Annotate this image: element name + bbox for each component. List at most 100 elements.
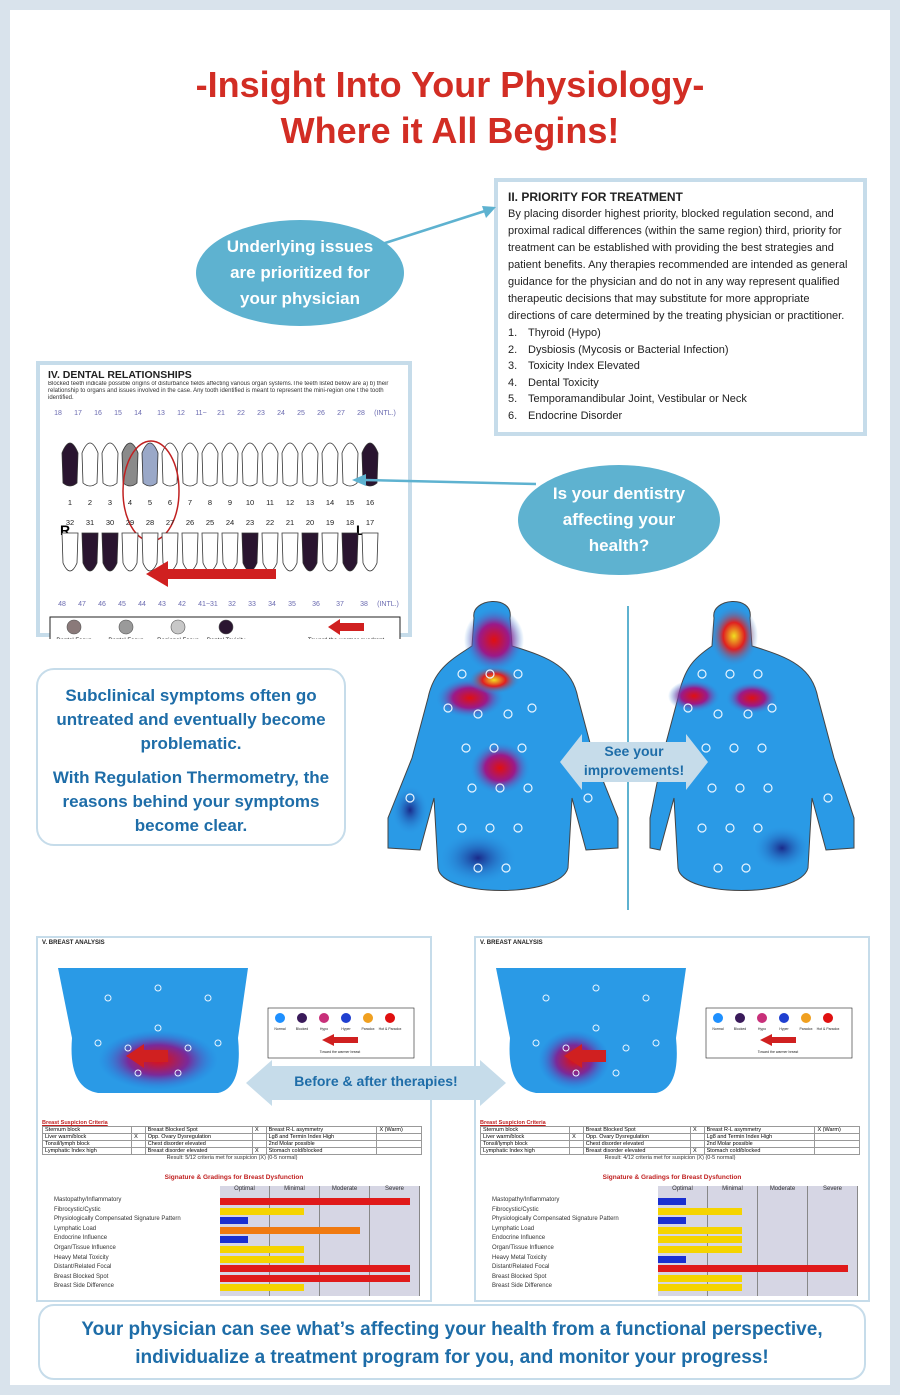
top-intl-number: (INTL.) — [374, 410, 396, 417]
upper-tooth — [201, 442, 219, 487]
dental-legend: Dental Focus(Warm)Dental Focus(Cold)Regi… — [56, 619, 385, 639]
criteria-cell: Liver warm/block — [479, 1133, 571, 1141]
criteria-cell: Lymphatic Index high — [479, 1147, 571, 1155]
bottom-intl-number: 36 — [312, 601, 320, 608]
grading-row-label: Endocrine Influence — [54, 1235, 108, 1242]
improvements-arrow: See your improvements! — [560, 734, 708, 790]
priority-item: 2.Dysbiosis (Mycosis or Bacterial Infect… — [508, 342, 853, 359]
legend-arrow-swatch — [328, 619, 364, 635]
breast-legend-swatch — [735, 1013, 745, 1023]
lower-tooth — [221, 532, 239, 572]
upper-tooth-number: 15 — [346, 498, 354, 507]
breast-legend-label: Blocked — [734, 1027, 747, 1031]
breast-title: V. BREAST ANALYSIS — [42, 940, 105, 946]
footer-callout: Your physician can see what’s affecting … — [38, 1304, 866, 1380]
lower-tooth-number: 20 — [306, 518, 314, 527]
lower-tooth — [121, 532, 139, 572]
breast-legend-swatch — [297, 1013, 307, 1023]
criteria-cell — [131, 1140, 146, 1148]
measurement-point — [457, 823, 467, 833]
legend-label: Regional Focus — [157, 638, 199, 639]
top-intl-number: 17 — [74, 410, 82, 417]
lower-tooth — [181, 532, 199, 572]
breast-legend-arrow-label: Toward the warmer breast — [758, 1050, 798, 1054]
legend-swatch — [118, 619, 134, 635]
priority-item: 3.Toxicity Index Elevated — [508, 358, 853, 375]
priority-item: 6.Endocrine Disorder — [508, 408, 853, 425]
breast-legend-swatch — [363, 1013, 373, 1023]
breast-title: V. BREAST ANALYSIS — [480, 940, 543, 946]
measurement-point — [735, 783, 745, 793]
title-line-2: Where it All Begins! — [280, 110, 620, 151]
measurement-point — [753, 669, 763, 679]
breast-legend-label: Paradox — [361, 1027, 374, 1031]
breast-legend-label: Paradox — [799, 1027, 812, 1031]
criteria-cell — [814, 1147, 860, 1155]
criteria-cell: X — [689, 1126, 705, 1134]
grading-row-label: Organ/Tissue Influence — [492, 1245, 554, 1251]
bubble-prioritized: Underlying issues are prioritized for yo… — [196, 220, 404, 326]
measurement-point — [485, 823, 495, 833]
criteria-cell: Chest disorder elevated — [582, 1140, 691, 1148]
grading-row-label: Lymphatic Load — [492, 1225, 535, 1232]
grading-bar — [220, 1198, 410, 1205]
measurement-points — [405, 669, 833, 873]
measurement-point — [473, 709, 483, 719]
grading-bar — [220, 1265, 410, 1273]
criteria-cell — [376, 1140, 422, 1148]
upper-tooth-number: 3 — [108, 498, 112, 507]
lower-tooth-number: 19 — [326, 518, 334, 527]
grading-row-label: Breast Side Difference — [492, 1283, 552, 1290]
lower-tooth-number: 24 — [226, 518, 234, 527]
lower-tooth — [281, 532, 299, 572]
top-intl-number: 16 — [94, 410, 102, 417]
bottom-intl-number: (INTL.) — [377, 601, 399, 608]
upper-tooth-number: 7 — [188, 498, 192, 507]
body-before — [387, 601, 619, 891]
criteria-cell: X (Warm) — [376, 1126, 422, 1134]
priority-item-text: Thyroid (Hypo) — [528, 327, 601, 339]
criteria-cell: Breast Blocked Spot — [144, 1126, 253, 1134]
measurement-point — [461, 743, 471, 753]
priority-paragraph: By placing disorder highest priority, bl… — [508, 208, 848, 322]
criteria-cell: Breast R-L asymmetry — [265, 1126, 378, 1134]
breast-legend-arrow-label: Toward the warmer breast — [320, 1050, 360, 1054]
breast-measurement-point — [542, 994, 550, 1002]
criteria-cell — [689, 1133, 705, 1141]
measurement-point — [757, 743, 767, 753]
grading-bar — [658, 1265, 848, 1273]
breast-measurement-point — [572, 1069, 580, 1077]
priority-item-number: 5. — [508, 393, 518, 405]
bottom-intl-number: 46 — [98, 601, 106, 608]
top-intl-number: 27 — [337, 410, 345, 417]
measurement-point — [697, 669, 707, 679]
priority-panel: II. PRIORITY FOR TREATMENT By placing di… — [494, 178, 867, 436]
priority-item-text: Dental Toxicity — [528, 376, 599, 389]
criteria-cell — [131, 1147, 146, 1155]
grading-row-label: Breast Blocked Spot — [54, 1273, 109, 1280]
priority-item: 4.Dental Toxicity — [508, 375, 853, 392]
measurement-point — [489, 743, 499, 753]
measurement-point — [683, 703, 693, 713]
breast-legend-swatch — [757, 1013, 767, 1023]
top-intl-number: 24 — [277, 410, 285, 417]
criteria-cell — [569, 1140, 584, 1148]
upper-tooth — [101, 442, 119, 487]
grading-bar — [658, 1274, 742, 1282]
grading-row-label: Breast Side Difference — [54, 1283, 114, 1290]
breast-legend-label: Hot & Paradox — [817, 1027, 840, 1031]
upper-tooth-number: 6 — [168, 498, 172, 507]
side-l-label: L — [356, 522, 365, 538]
measurement-point — [743, 709, 753, 719]
